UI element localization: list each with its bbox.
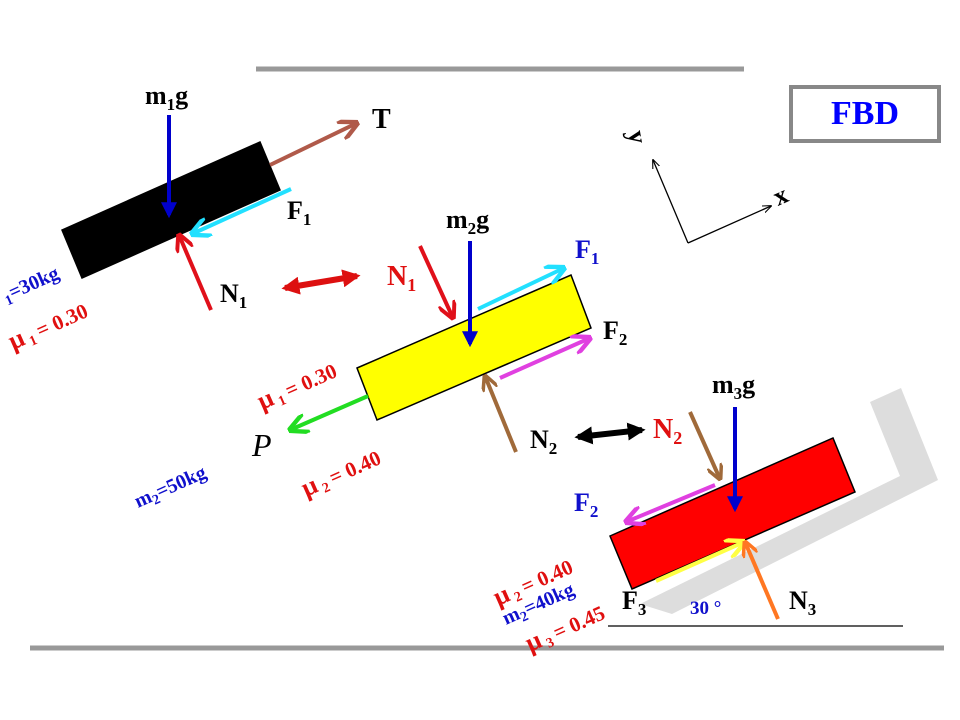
normal-label-n2-block3: N2 (653, 414, 682, 448)
block-3-group: m3g N2 F2 F3 N3 30 ° μ2= 0.40 m2=40kg μ3… (489, 370, 938, 657)
fbd-title-box: FBD (789, 85, 941, 143)
friction-label-f1-block2: F1 (575, 235, 599, 268)
axes: y x (622, 128, 793, 244)
block-1-group: m1g T F1 N1 1=30kg μ1= 0.30 (0, 81, 391, 357)
mu2-label-block2: μ2= 0.40 (297, 442, 386, 504)
fbd-title: FBD (831, 95, 899, 132)
normal-arrow-n1-on-block1 (179, 235, 213, 311)
friction-label-f3: F3 (622, 586, 646, 619)
block-2-group: m2g N1 F1 F2 N2 P μ1= 0.30 μ2= 0.40 m2=5… (131, 205, 627, 515)
weight-label-m2g: m2g (446, 205, 489, 238)
friction-label-f2-block3: F2 (574, 488, 598, 521)
y-axis-label: y (622, 128, 653, 146)
mu1-label-block2: μ1= 0.30 (253, 355, 342, 417)
friction-arrow-f2-on-block3 (626, 483, 716, 522)
weight-label-m3g: m3g (712, 370, 755, 403)
friction-arrow-f1-on-block2 (477, 268, 564, 311)
friction-label-f1: F1 (287, 196, 311, 229)
x-axis (687, 206, 771, 244)
angle-label: 30 ° (690, 598, 721, 619)
block-2 (356, 273, 592, 421)
friction-arrow-f2-on-block2 (499, 338, 590, 380)
normal-label-n2-block2: N2 (530, 425, 557, 458)
normal-label-n3: N3 (789, 586, 816, 619)
x-axis-label: x (769, 180, 793, 212)
mass-label-m2-block2: m2=50kg (131, 461, 211, 515)
interaction-arrow-n1 (281, 269, 361, 295)
normal-arrow-n1-on-block2 (418, 245, 453, 318)
friction-arrow-f3 (655, 542, 744, 583)
weight-label-m1g: m1g (145, 81, 188, 114)
normal-arrow-n2-on-block3 (688, 411, 720, 479)
normal-arrow-n3 (745, 542, 780, 620)
normal-label-n1: N1 (220, 279, 247, 312)
y-axis (653, 160, 689, 244)
incline-shadow (640, 388, 938, 614)
mu1-label-block1: μ1= 0.30 (4, 295, 93, 357)
push-label: P (251, 427, 272, 463)
normal-arrow-n2-on-block2 (485, 376, 518, 453)
friction-label-f2-block2: F2 (603, 316, 627, 349)
tension-label: T (372, 104, 391, 135)
mass-label-m1: 1=30kg (0, 262, 64, 309)
friction-arrow-f1-on-block1 (192, 187, 292, 234)
push-arrow-p (290, 394, 369, 430)
block-3 (609, 437, 856, 590)
normal-label-n1-block2: N1 (387, 261, 416, 295)
tension-arrow (269, 123, 357, 167)
interaction-arrow-n2 (574, 422, 646, 445)
